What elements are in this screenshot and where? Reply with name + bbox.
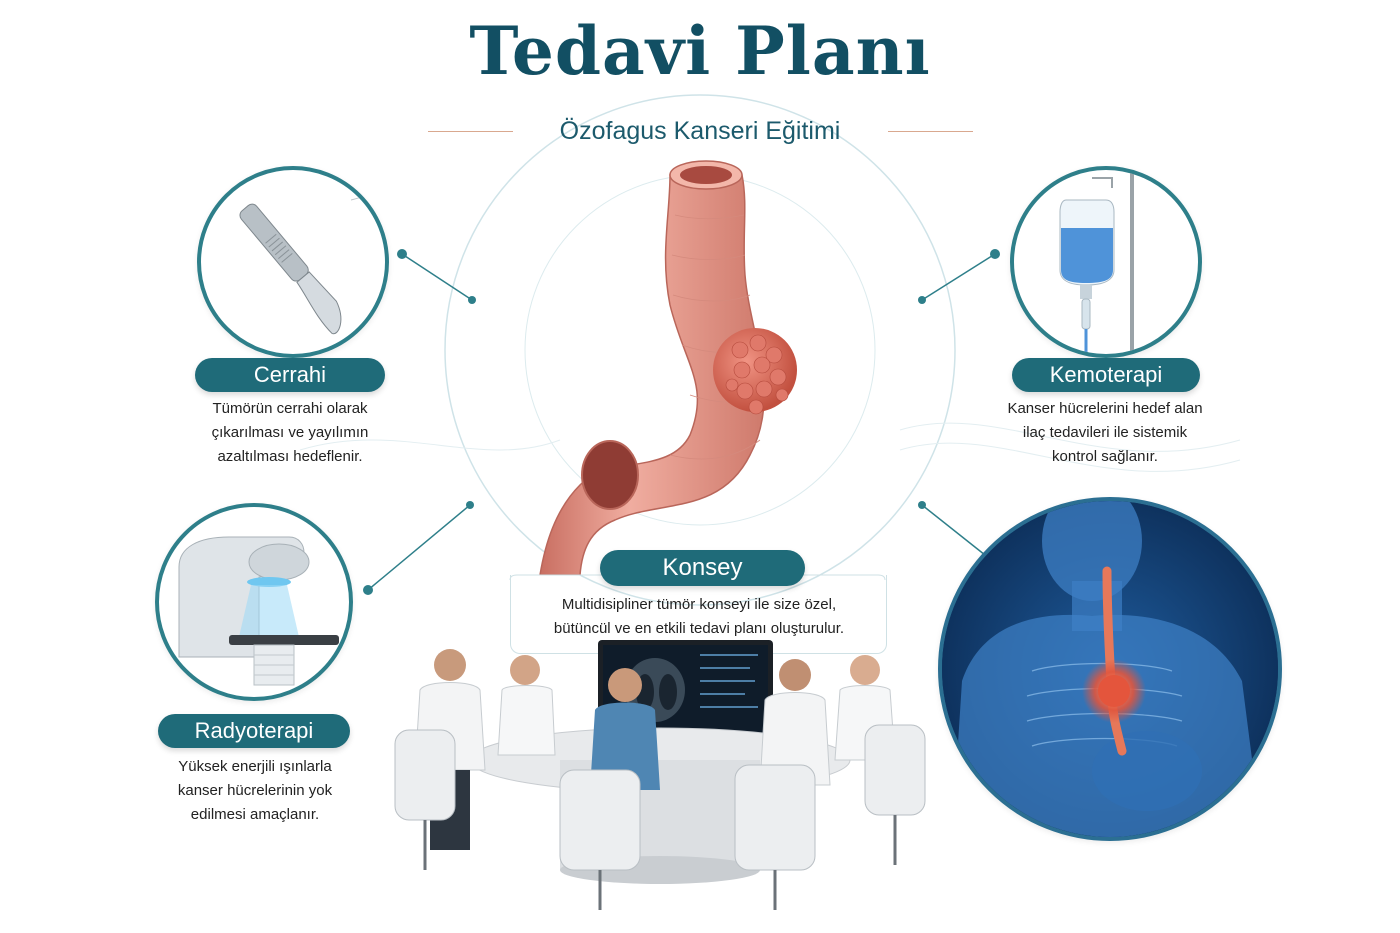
anatomy-circle: [938, 497, 1282, 841]
subtitle-rule-left: [428, 131, 513, 132]
radiotherapy-machine-icon: [178, 536, 339, 686]
konsey-label: Konsey: [600, 550, 805, 586]
page-subtitle: Özofagus Kanseri Eğitimi: [559, 117, 841, 145]
cerrahi-circle: [197, 166, 389, 358]
radyoterapi-label: Radyoterapi: [158, 714, 350, 748]
page-title: Tedavi Planı: [469, 12, 931, 90]
radyoterapi-desc-line1: Yüksek enerjili ışınlarla: [178, 758, 332, 775]
cerrahi-desc-line2: çıkarılması ve yayılımın: [211, 424, 369, 441]
doctor-center: [590, 668, 660, 790]
doctor-left-2: [497, 655, 556, 756]
kemoterapi-desc-line1: Kanser hücrelerini hedef alan: [1007, 400, 1203, 417]
cerrahi-desc-line1: Tümörün cerrahi olarak: [212, 400, 368, 417]
kemoterapi-desc-line2: ilaç tedavileri ile sistemik: [1022, 424, 1188, 441]
kemoterapi-description: Kanser hücrelerini hedef alan ilaç tedav…: [985, 397, 1225, 469]
cerrahi-label: Cerrahi: [195, 358, 385, 392]
anatomy-esophagus-illustration: [942, 501, 1278, 837]
subtitle-rule-right: [888, 131, 973, 132]
konsey-panel-top-border: [509, 574, 886, 581]
radyoterapi-desc-line3: edilmesi amaçlanır.: [190, 806, 320, 823]
esophagus-tumor-illustration: [539, 160, 797, 575]
radyoterapi-desc-line2: kanser hücrelerinin yok: [177, 782, 333, 799]
medical-team-illustration: [394, 640, 926, 910]
doctor-right-1: [759, 659, 831, 786]
konsey-desc-line1: Multidisipliner tümör konseyi ile size ö…: [561, 596, 837, 613]
konsey-desc-line2: bütüncül ve en etkili tedavi planı oluşt…: [553, 620, 845, 637]
cerrahi-description: Tümörün cerrahi olarak çıkarılması ve ya…: [170, 397, 410, 469]
kemoterapi-label: Kemoterapi: [1012, 358, 1200, 392]
iv-drip-icon: [1059, 170, 1134, 354]
radyoterapi-description: Yüksek enerjili ışınlarla kanser hücrele…: [140, 755, 370, 827]
konsey-description: Multidisipliner tümör konseyi ile size ö…: [510, 593, 888, 641]
kemoterapi-desc-line3: kontrol sağlanır.: [1052, 448, 1158, 465]
radyoterapi-circle: [155, 503, 353, 701]
cerrahi-desc-line3: azaltılması hedeflenir.: [217, 448, 363, 465]
kemoterapi-circle: [1010, 166, 1202, 358]
scalpel-icon: [239, 191, 384, 335]
